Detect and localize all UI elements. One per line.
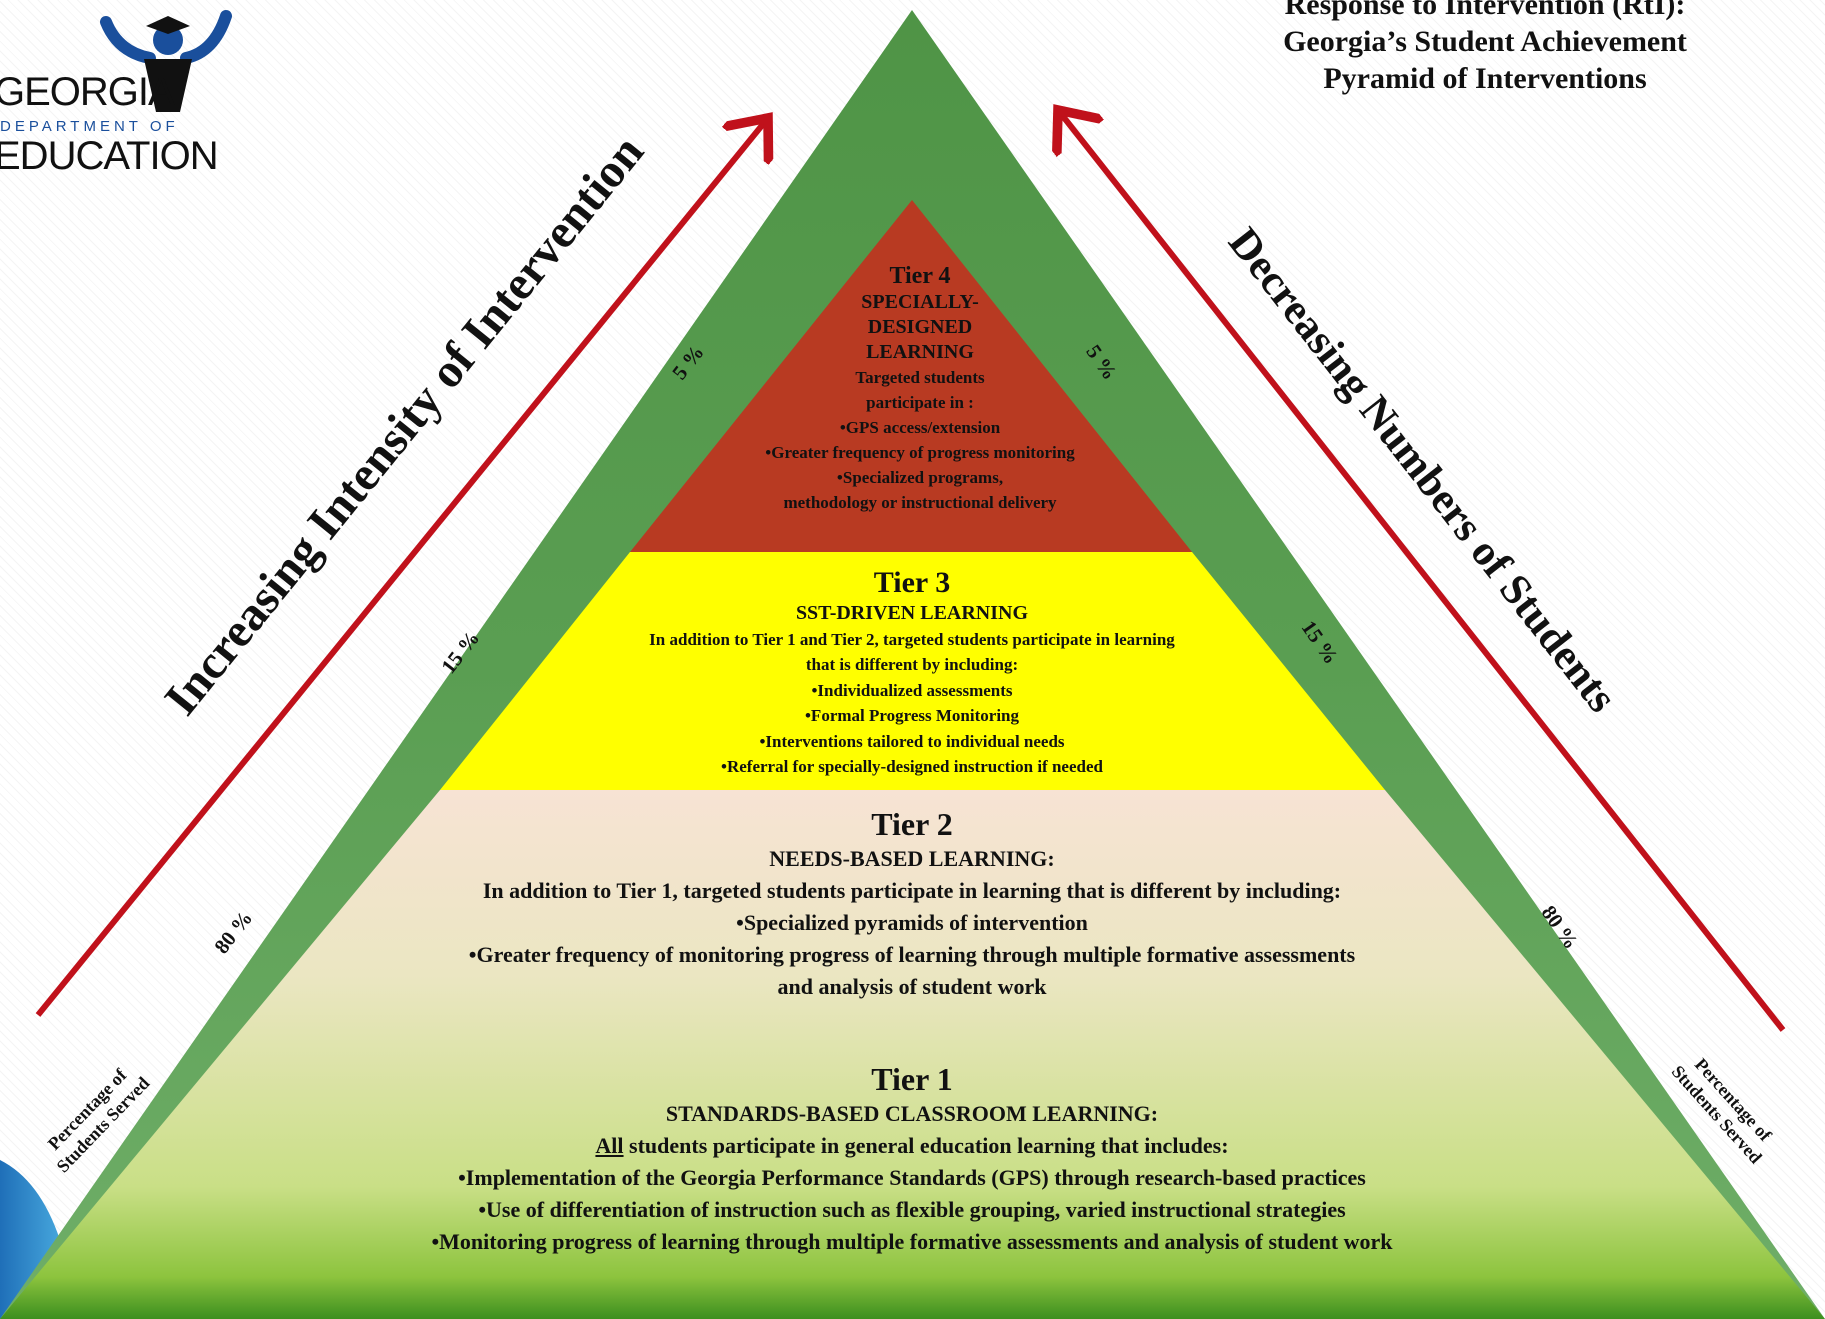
tier3-line: •Individualized assessments [811, 680, 1013, 700]
tier1-intro: All students participate in general educ… [262, 1130, 1562, 1162]
tier4-line: participate in : [866, 393, 974, 412]
tier3-line: •Formal Progress Monitoring [804, 706, 1019, 725]
logo-department-of: DEPARTMENT OF [0, 118, 179, 135]
tier2-line: •Greater frequency of monitoring progres… [468, 942, 1356, 967]
tier2-text: Tier 2 NEEDS-BASED LEARNING: In addition… [362, 805, 1462, 1003]
tier2-subtitle: NEEDS-BASED LEARNING: [769, 846, 1055, 871]
georgia-doe-logo: GEORGIA DEPARTMENT OF EDUCATION [0, 0, 240, 178]
tier1-tier2-zone [0, 790, 1825, 1319]
tier4-text: Tier 4 SPECIALLY- DESIGNED LEARNING Targ… [700, 262, 1140, 515]
tier4-line: SPECIALLY- [861, 291, 979, 313]
graduate-arms-raised-icon [100, 10, 232, 112]
tier4-line: DESIGNED [867, 316, 973, 338]
tier4-line: Targeted students [855, 368, 985, 387]
tier4-line: •Specialized programs, [836, 468, 1004, 487]
tier4-line: LEARNING [866, 341, 974, 363]
tier1-line: •Monitoring progress of learning through… [431, 1229, 1393, 1254]
tier4-zone [630, 200, 1192, 552]
tier2-line: In addition to Tier 1, targeted students… [482, 878, 1342, 903]
title-line-1: Response to Intervention (RtI): [1284, 0, 1686, 21]
tier3-line: that is different by including: [805, 655, 1019, 674]
tier1-intro-rest: students participate in general educatio… [623, 1133, 1229, 1158]
tier3-title: Tier 3 [873, 566, 951, 599]
decreasing-numbers-arrow [1058, 110, 1786, 1032]
tier3-line: •Interventions tailored to individual ne… [759, 731, 1065, 751]
tier2-line: and analysis of student work [777, 974, 1047, 999]
tier4-line: methodology or instructional delivery [783, 493, 1057, 512]
tier3-line: •Referral for specially-designed instruc… [721, 757, 1103, 776]
logo-georgia: GEORGIA [0, 70, 175, 114]
tier3-text: Tier 3 SST-DRIVEN LEARNING In addition t… [512, 565, 1312, 780]
tier4-line: •GPS access/extension [839, 418, 1001, 437]
title-line-2: Georgia’s Student Achievement [1283, 25, 1687, 58]
diagram-title: Response to Intervention (RtI): Georgia’… [1215, 0, 1755, 97]
tier3-line: In addition to Tier 1 and Tier 2, target… [649, 629, 1175, 649]
tier3-zone [440, 552, 1385, 790]
tier4-line: •Greater frequency of progress monitorin… [765, 443, 1075, 462]
tier2-title: Tier 2 [871, 806, 953, 842]
tier1-text: Tier 1 STANDARDS-BASED CLASSROOM LEARNIN… [262, 1060, 1562, 1258]
logo-education: EDUCATION [0, 134, 219, 178]
tier1-intro-all: All [595, 1133, 624, 1158]
tier2-line: •Specialized pyramids of intervention [736, 910, 1088, 935]
tier1-line: •Implementation of the Georgia Performan… [458, 1165, 1366, 1190]
tier1-title: Tier 1 [871, 1061, 953, 1097]
increasing-intensity-arrow [35, 118, 768, 1017]
tier1-line: •Use of differentiation of instruction s… [478, 1197, 1346, 1222]
tier1-subtitle: STANDARDS-BASED CLASSROOM LEARNING: [665, 1101, 1159, 1126]
title-line-3: Pyramid of Interventions [1323, 62, 1647, 95]
tier4-title: Tier 4 [889, 263, 951, 289]
tier3-subtitle: SST-DRIVEN LEARNING [795, 602, 1029, 624]
